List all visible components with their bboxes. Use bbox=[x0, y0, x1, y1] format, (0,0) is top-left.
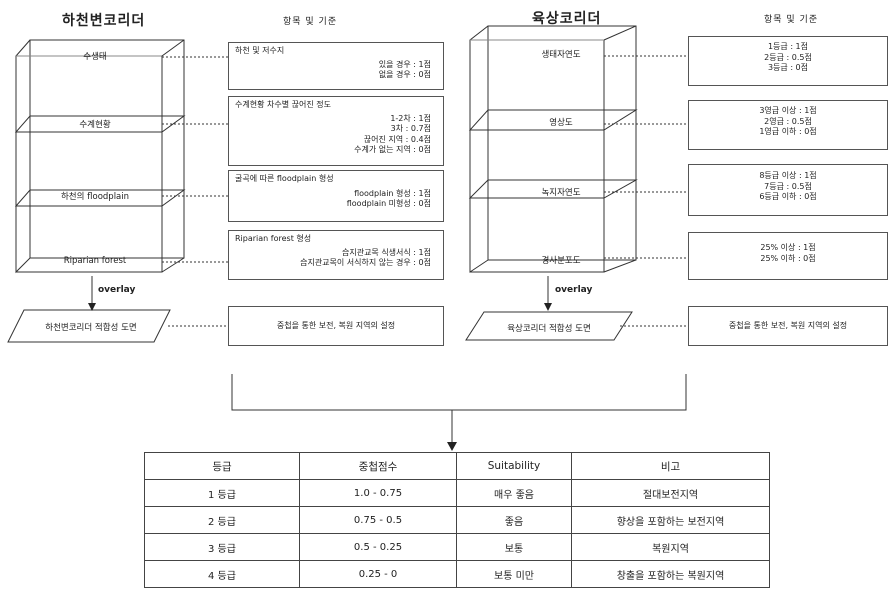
cell-score: 1.0 - 0.75 bbox=[299, 479, 457, 507]
criteria-line: 습지관교목 식생서식 : 1점 bbox=[341, 247, 431, 257]
right-prism-back bbox=[470, 25, 637, 273]
criteria-line: 6등급 이하 : 0점 bbox=[759, 192, 817, 201]
left-prism-back bbox=[16, 39, 185, 273]
right-overlay-label: overlay bbox=[555, 285, 593, 295]
criteria-line: 있을 경우 : 1점 bbox=[378, 59, 431, 69]
table-row: 2 등급 0.75 - 0.5 좋음 향상을 포함하는 보전지역 bbox=[144, 506, 770, 534]
right-layer-plane-2 bbox=[468, 109, 638, 131]
right-result-box: 중첩을 통한 보전, 복원 지역의 설정 bbox=[688, 306, 888, 346]
left-layer-label-1: 수생태 bbox=[83, 52, 107, 62]
left-criteria-box-2: 수계현황 차수별 끊어진 정도 1-2차 : 1점 3차 : 0.7점 끊어진 … bbox=[228, 96, 444, 166]
cell-score: 0.75 - 0.5 bbox=[299, 506, 457, 534]
criteria-line: 끊어진 지역 : 0.4점 bbox=[363, 134, 431, 144]
cell-suitability: 좋음 bbox=[456, 506, 572, 534]
left-layer-label-3: 하천의 floodplain bbox=[60, 192, 130, 202]
left-layer-label-2: 수계현황 bbox=[79, 120, 111, 130]
cell-suitability: 매우 좋음 bbox=[456, 479, 572, 507]
criteria-line: 3영급 이상 : 1점 bbox=[759, 106, 817, 115]
criteria-heading: Riparian forest 형성 bbox=[235, 234, 312, 243]
cell-suitability: 보통 bbox=[456, 533, 572, 561]
cell-note: 복원지역 bbox=[571, 533, 770, 561]
criteria-line: 없을 경우 : 0점 bbox=[378, 70, 431, 79]
left-result-desc: 중첩을 통한 보전, 복원 지역의 설정 bbox=[276, 320, 396, 330]
criteria-line: floodplain 미형성 : 0점 bbox=[346, 199, 431, 208]
right-layer-label-1: 생태자연도 bbox=[541, 50, 581, 60]
criteria-line: 1영급 이하 : 0점 bbox=[759, 127, 817, 136]
table-row: 4 등급 0.25 - 0 보통 미만 창출을 포함하는 복원지역 bbox=[144, 560, 770, 588]
grade-table: 등급 중첩점수 Suitability 비고 1 등급 1.0 - 0.75 매… bbox=[144, 452, 770, 588]
left-title: 하천변코리더 bbox=[62, 13, 146, 29]
right-prism-front bbox=[487, 25, 637, 261]
right-criteria-box-3: 8등급 이상 : 1점 7등급 : 0.5점 6등급 이하 : 0점 bbox=[688, 164, 888, 216]
col-header-score: 중첩점수 bbox=[299, 452, 457, 480]
cell-note: 창출을 포함하는 복원지역 bbox=[571, 560, 770, 588]
left-layer-plane-2 bbox=[14, 115, 186, 133]
criteria-line: 2영급 : 0.5점 bbox=[764, 116, 812, 126]
left-result-box: 중첩을 통한 보전, 복원 지역의 설정 bbox=[228, 306, 444, 346]
cell-grade: 3 등급 bbox=[144, 533, 300, 561]
left-overlay-arrowhead bbox=[88, 303, 96, 311]
right-criteria-header: 항목 및 기준 bbox=[764, 15, 819, 25]
left-overlay-label: overlay bbox=[98, 285, 136, 295]
merge-bracket bbox=[231, 374, 687, 411]
right-title: 육상코리더 bbox=[532, 11, 602, 27]
criteria-heading: 하천 및 저수지 bbox=[235, 46, 285, 55]
left-layer-label-4: Riparian forest bbox=[63, 256, 127, 266]
left-layer-plane-3 bbox=[14, 189, 186, 207]
criteria-line: 3등급 : 0점 bbox=[767, 63, 809, 72]
left-criteria-box-3: 굴곡에 따른 floodplain 형성 floodplain 형성 : 1점 … bbox=[228, 170, 444, 222]
criteria-heading: 수계현황 차수별 끊어진 정도 bbox=[235, 100, 331, 109]
criteria-line: 8등급 이상 : 1점 bbox=[759, 171, 817, 180]
left-prism-side bbox=[15, 39, 31, 274]
left-prism-front bbox=[29, 39, 185, 259]
criteria-line: 1등급 : 1점 bbox=[767, 42, 809, 51]
criteria-line: 25% 이상 : 1점 bbox=[760, 243, 816, 252]
right-layer-plane-3 bbox=[468, 179, 638, 199]
right-layer-label-4: 경사분포도 bbox=[541, 256, 581, 266]
merge-arrowhead bbox=[447, 442, 457, 451]
right-overlay-arrowhead bbox=[544, 303, 552, 311]
criteria-line: 2등급 : 0.5점 bbox=[764, 52, 812, 62]
left-result-label: 하천변코리더 적합성 도면 bbox=[45, 323, 137, 333]
criteria-line: floodplain 형성 : 1점 bbox=[354, 188, 431, 198]
cell-note: 절대보전지역 bbox=[571, 479, 770, 507]
left-criteria-header: 항목 및 기준 bbox=[283, 17, 338, 27]
cell-score: 0.5 - 0.25 bbox=[299, 533, 457, 561]
right-result-desc: 중첩을 통한 보전, 복원 지역의 설정 bbox=[728, 320, 848, 330]
left-result-plane bbox=[7, 309, 171, 343]
right-result-plane bbox=[465, 311, 633, 341]
right-criteria-box-2: 3영급 이상 : 1점 2영급 : 0.5점 1영급 이하 : 0점 bbox=[688, 100, 888, 150]
right-criteria-box-4: 25% 이상 : 1점 25% 이하 : 0점 bbox=[688, 232, 888, 280]
cell-grade: 1 등급 bbox=[144, 479, 300, 507]
right-layer-label-2: 영상도 bbox=[549, 118, 573, 128]
cell-suitability: 보통 미만 bbox=[456, 560, 572, 588]
left-criteria-box-1: 하천 및 저수지 있을 경우 : 1점 없을 경우 : 0점 bbox=[228, 42, 444, 90]
cell-grade: 4 등급 bbox=[144, 560, 300, 588]
right-result-label: 육상코리더 적합성 도면 bbox=[507, 324, 591, 334]
table-row: 1 등급 1.0 - 0.75 매우 좋음 절대보전지역 bbox=[144, 479, 770, 507]
table-row: 3 등급 0.5 - 0.25 보통 복원지역 bbox=[144, 533, 770, 561]
col-header-grade: 등급 bbox=[144, 452, 300, 480]
col-header-note: 비고 bbox=[571, 452, 770, 480]
criteria-line: 3차 : 0.7점 bbox=[390, 124, 431, 133]
cell-grade: 2 등급 bbox=[144, 506, 300, 534]
criteria-line: 1-2차 : 1점 bbox=[390, 113, 431, 123]
criteria-line: 25% 이하 : 0점 bbox=[760, 253, 816, 263]
table-header-row: 등급 중첩점수 Suitability 비고 bbox=[144, 452, 770, 480]
cell-score: 0.25 - 0 bbox=[299, 560, 457, 588]
left-criteria-box-4: Riparian forest 형성 습지관교목 식생서식 : 1점 습지관교목… bbox=[228, 230, 444, 280]
criteria-line: 수계가 없는 지역 : 0점 bbox=[354, 145, 431, 154]
right-criteria-box-1: 1등급 : 1점 2등급 : 0.5점 3등급 : 0점 bbox=[688, 36, 888, 86]
cell-note: 향상을 포함하는 보전지역 bbox=[571, 506, 770, 534]
col-header-suitability: Suitability bbox=[456, 452, 572, 480]
right-layer-label-3: 녹지자연도 bbox=[541, 188, 581, 198]
criteria-heading: 굴곡에 따른 floodplain 형성 bbox=[235, 174, 334, 183]
criteria-line: 7등급 : 0.5점 bbox=[764, 181, 812, 191]
criteria-line: 습지관교목이 서식하지 않는 경우 : 0점 bbox=[300, 258, 431, 267]
